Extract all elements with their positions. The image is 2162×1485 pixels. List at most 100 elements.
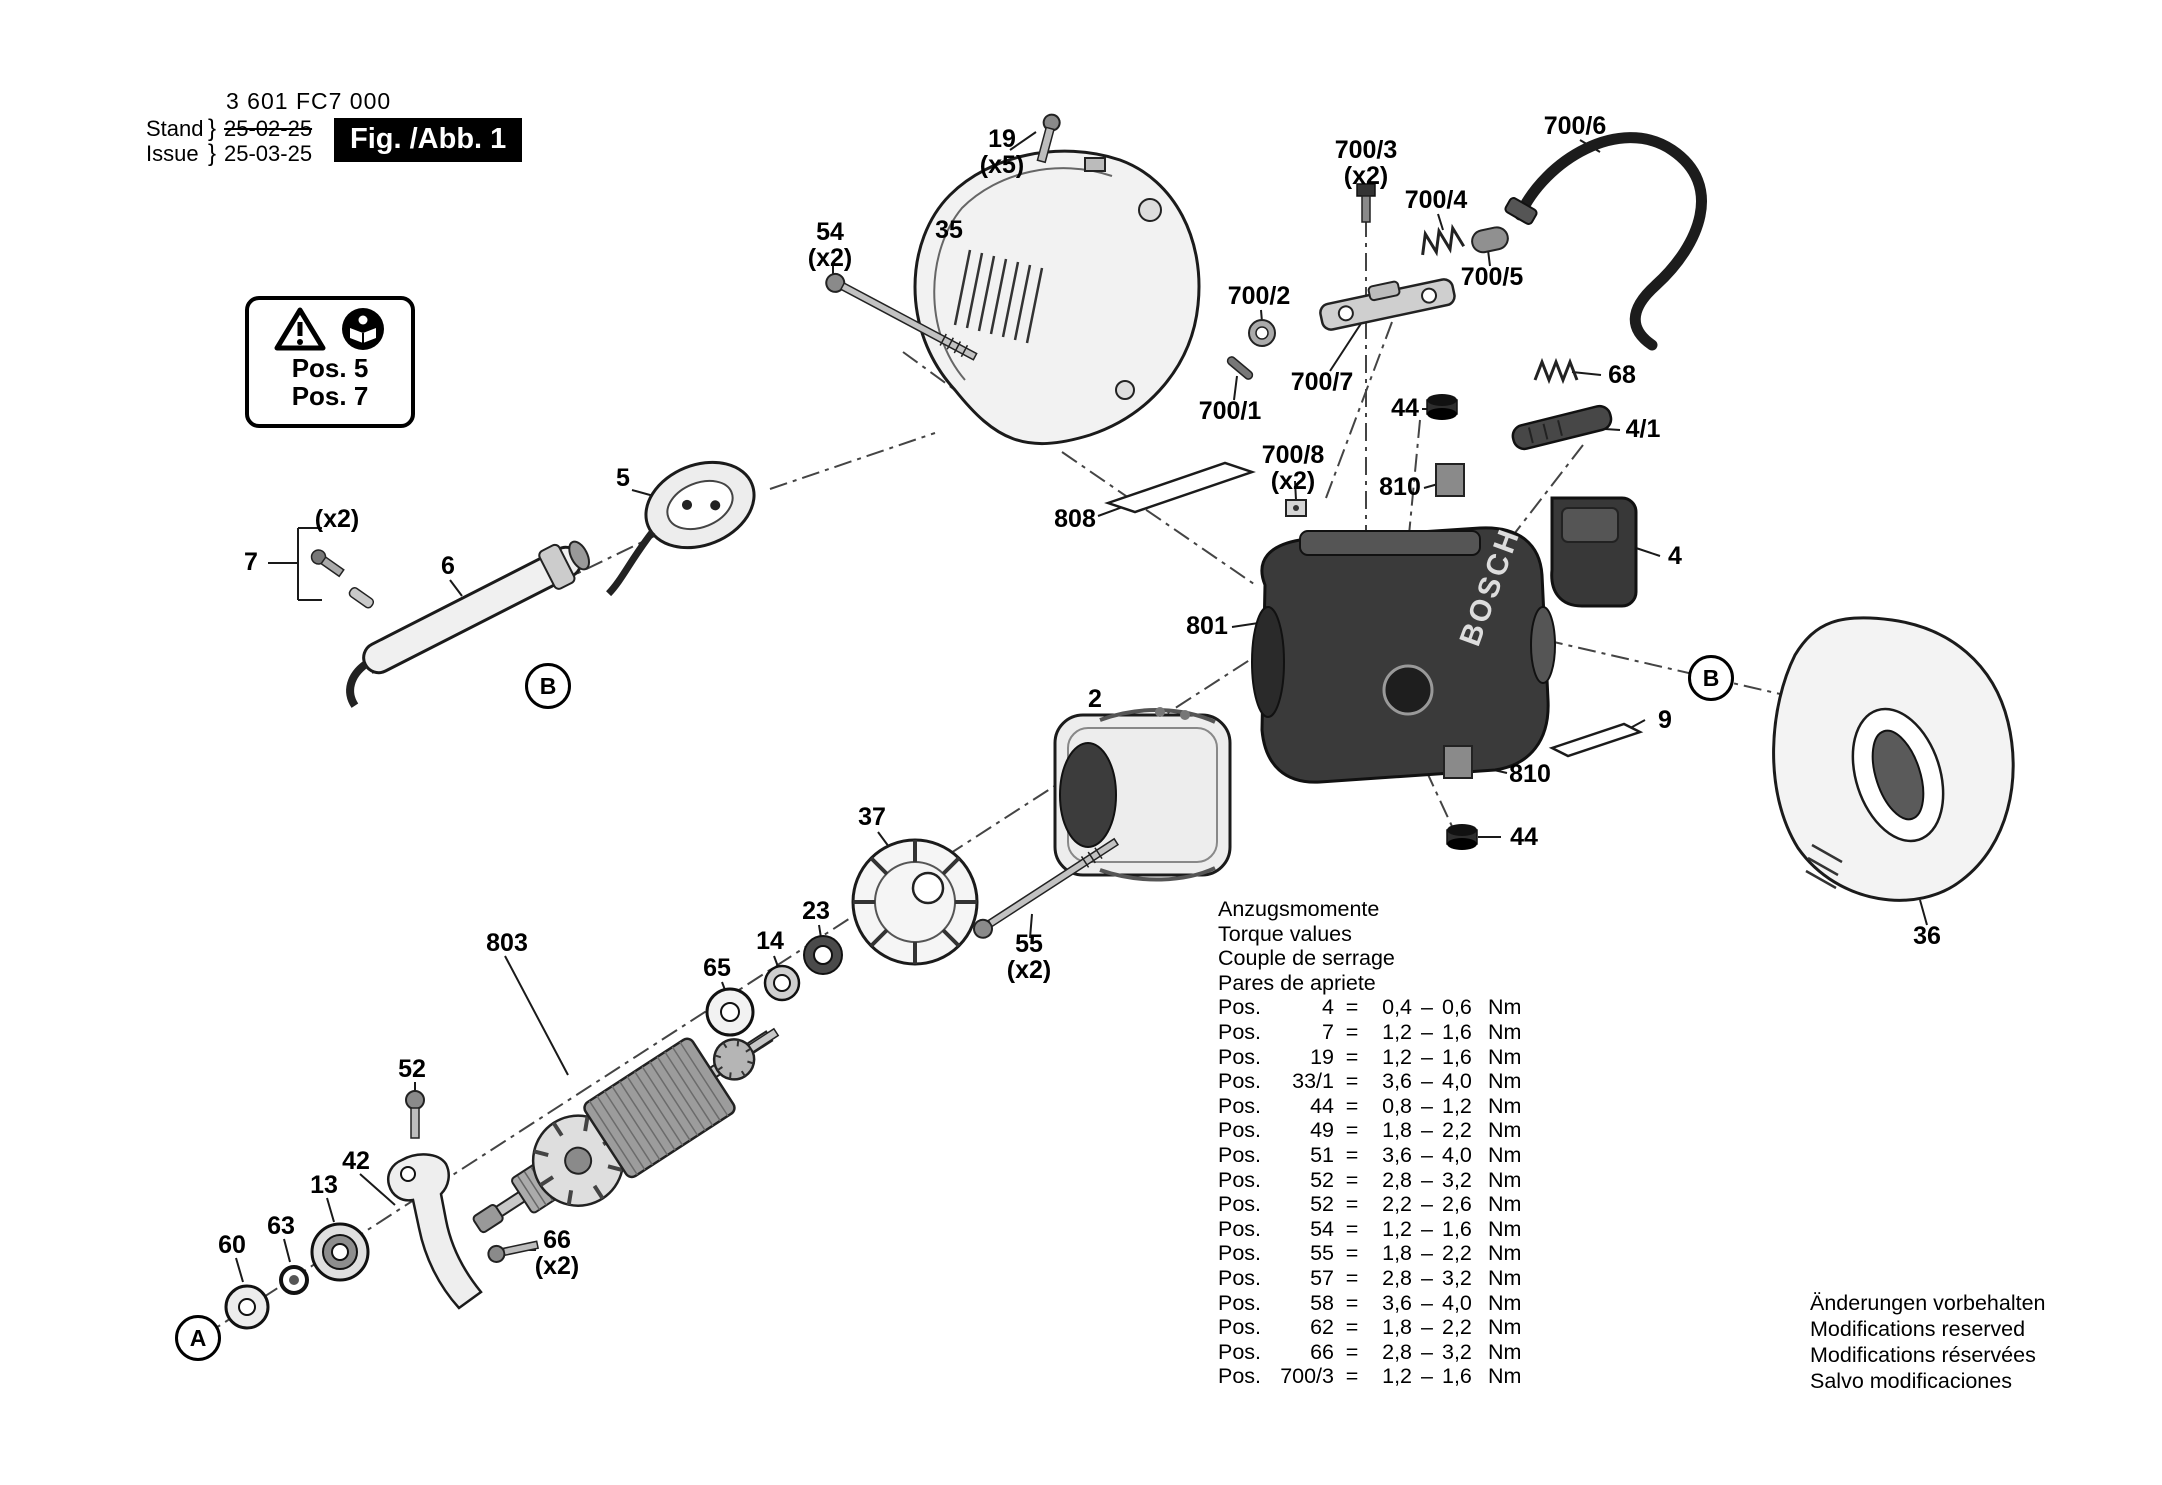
part-callout-66: 66(x2) xyxy=(534,1226,580,1280)
figure-label: Fig. /Abb. 1 xyxy=(334,118,523,162)
view-marker-B: B xyxy=(525,663,571,709)
warning-position-line: Pos. 5 xyxy=(291,353,369,383)
issue-label: Issue xyxy=(146,141,199,166)
part-ring-23 xyxy=(803,935,843,975)
part-callout-23: 23 xyxy=(802,897,830,925)
part-stator xyxy=(1053,707,1232,882)
part-slider-4-1 xyxy=(1511,404,1613,451)
part-callout-35: 35 xyxy=(935,216,963,244)
part-callout-36: 36 xyxy=(1913,922,1941,950)
revision-note-line: Modifications reserved xyxy=(1810,1317,2026,1341)
part-block-810-bottom xyxy=(1443,745,1473,779)
part-callout-68: 68 xyxy=(1608,361,1636,389)
part-washer-60 xyxy=(224,1284,270,1330)
part-bracket-700-7 xyxy=(1319,278,1456,331)
revision-note-line: Modifications réservées xyxy=(1810,1343,2036,1367)
part-plate-9 xyxy=(1548,722,1644,758)
part-housing-shell-left xyxy=(913,149,1201,446)
part-callout-7: 7 xyxy=(244,548,258,576)
part-callout-41: 4/1 xyxy=(1625,415,1661,443)
part-callout-7003: 700/3(x2) xyxy=(1334,136,1398,190)
part-motor-housing: BOSCH xyxy=(1251,523,1556,784)
part-callout-7007: 700/7 xyxy=(1290,368,1354,396)
part-switch xyxy=(1550,496,1638,608)
part-screw-66 xyxy=(487,1240,540,1263)
part-pad-700-8 xyxy=(1285,499,1307,517)
part-plug xyxy=(606,460,756,597)
part-callout-2: 2 xyxy=(1088,685,1102,713)
part-screw-19 xyxy=(1036,113,1061,164)
part-callout-44: 44 xyxy=(1510,823,1538,851)
torque-table-title-line: Couple de serrage xyxy=(1218,946,1395,971)
issue-row: Issue } 25-03-25 xyxy=(146,141,312,166)
part-callout-7004: 700/4 xyxy=(1404,186,1468,214)
part-callout-37: 37 xyxy=(858,803,886,831)
issue-value: 25-03-25 xyxy=(224,141,313,166)
stand-value: 25-02-25 xyxy=(224,116,313,141)
part-lever-42 xyxy=(387,1153,483,1310)
torque-table-title-line: Torque values xyxy=(1218,921,1352,946)
part-callout-63: 63 xyxy=(267,1212,295,1240)
torque-table-title-line: Anzugsmomente xyxy=(1218,897,1380,921)
part-callout-13: 13 xyxy=(310,1171,338,1199)
part-callout-4: 4 xyxy=(1668,542,1682,570)
view-marker-A: A xyxy=(175,1315,221,1361)
view-marker-B: B xyxy=(1688,655,1734,701)
part-screw-54 xyxy=(825,272,978,361)
stand-label: Stand xyxy=(146,116,204,141)
warning-triangle-icon xyxy=(274,307,326,351)
revision-note-line: Änderungen vorbehalten xyxy=(1810,1291,2046,1315)
revision-block: Stand } 25-02-25 Issue } 25-03-25 xyxy=(146,116,312,166)
part-sleeve-700-5 xyxy=(1471,226,1509,254)
part-nut-700-2 xyxy=(1248,319,1276,347)
torque-table-title-line: Pares de apriete xyxy=(1218,970,1376,995)
part-callout-7001: 700/1 xyxy=(1198,397,1262,425)
part-cord-700-6 xyxy=(1504,132,1707,351)
issue-brace: } xyxy=(208,140,217,167)
part-screw-700-3 xyxy=(1356,183,1376,223)
part-callout-54: 54(x2) xyxy=(807,218,853,272)
part-block-810-top xyxy=(1435,463,1465,497)
part-callout-810: 810 xyxy=(1379,473,1421,501)
part-grommet-44-bottom xyxy=(1446,824,1478,850)
stand-brace: } xyxy=(208,115,217,142)
part-callout-52: 52 xyxy=(398,1055,426,1083)
part-fan-baffle xyxy=(851,838,979,966)
part-armature xyxy=(472,1027,780,1234)
read-manual-icon xyxy=(342,308,384,350)
part-washer-65 xyxy=(705,987,755,1037)
revision-note-line: Salvo modificaciones xyxy=(1810,1369,2012,1393)
part-callout-60: 60 xyxy=(218,1231,246,1259)
part-callout-44: 44 xyxy=(1391,394,1419,422)
part-callout-5: 5 xyxy=(616,464,630,492)
part-callout-9: 9 xyxy=(1658,706,1672,734)
part-callout-810: 810 xyxy=(1509,760,1551,788)
part-grommet-44-top xyxy=(1426,394,1458,420)
part-callout-7002: 700/2 xyxy=(1227,282,1291,310)
part-number: 3 601 FC7 000 xyxy=(226,88,392,114)
part-plate-808 xyxy=(1104,461,1256,514)
stand-row: Stand } 25-02-25 xyxy=(146,116,312,141)
part-callout-42: 42 xyxy=(342,1147,370,1175)
part-screw-52 xyxy=(405,1090,425,1139)
part-callout-808: 808 xyxy=(1054,505,1096,533)
warning-position-line: Pos. 7 xyxy=(291,381,369,411)
part-callout-7006: 700/6 xyxy=(1543,112,1607,140)
